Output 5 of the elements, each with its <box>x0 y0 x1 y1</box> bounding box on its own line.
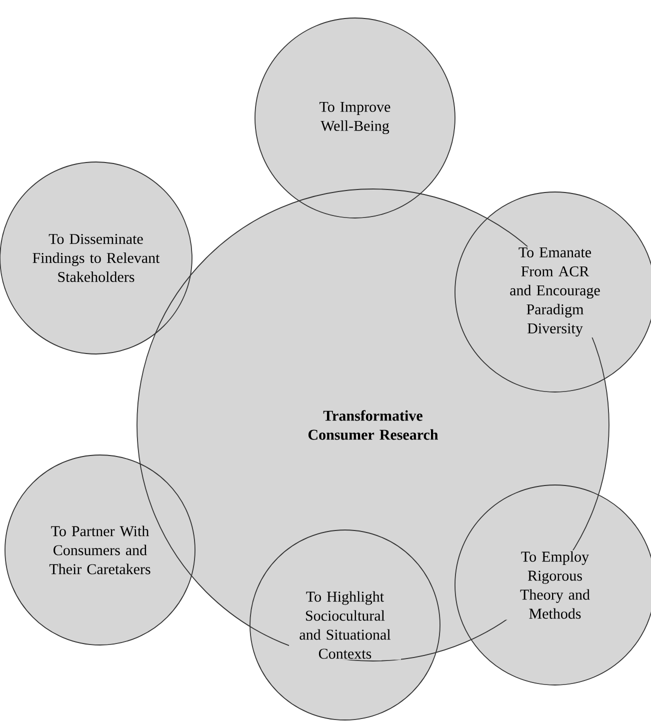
circle-node: To Emanate From ACR and Encourage Paradigm Diversity <box>454 192 651 392</box>
circle-node: To Partner With Consumers and Their Caretakers <box>4 454 196 646</box>
circle-node: To Improve Well-Being <box>254 18 456 218</box>
circle-node: To Employ Rigorous Theory and Methods <box>454 484 651 686</box>
circle-node: To Highlight Sociocultural and Situational Contexts <box>250 530 440 720</box>
